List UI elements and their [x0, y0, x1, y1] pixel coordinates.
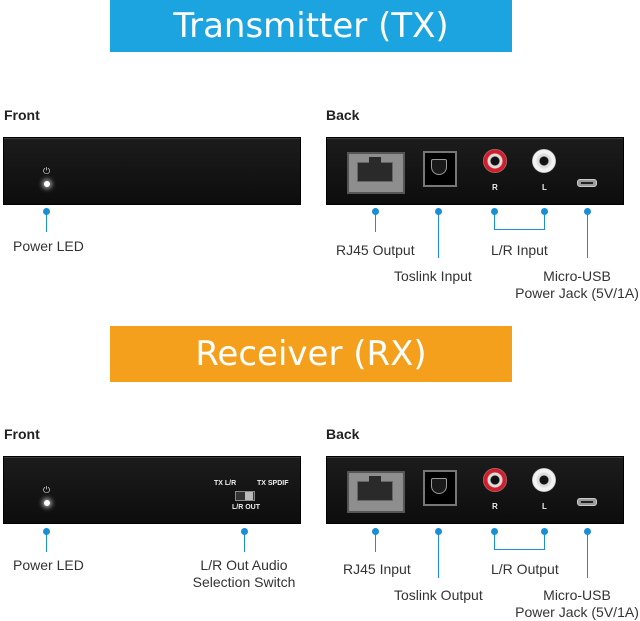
switch-tx-spdif-label: TX SPDIF — [257, 480, 289, 487]
transmitter-banner: Transmitter (TX) — [110, 0, 512, 52]
tx-back-panel: R L — [326, 137, 624, 205]
tx-usb-caption-line1: Micro-USB — [543, 268, 611, 284]
rca-white-jack-icon — [532, 468, 556, 492]
micro-usb-port-icon — [577, 179, 597, 187]
rca-red-jack-icon — [483, 149, 507, 173]
rca-l-label: L — [542, 183, 547, 192]
tx-front-label: Front — [4, 107, 40, 123]
rx-usb-caption-line2: Power Jack (5V/1A) — [515, 604, 639, 620]
rca-red-jack-icon — [483, 468, 507, 492]
micro-usb-port-icon — [577, 498, 597, 506]
switch-tx-lr-label: TX L/R — [214, 480, 237, 487]
tx-front-panel: ⏻ — [3, 137, 301, 205]
rx-front-label: Front — [4, 426, 40, 442]
tx-toslink-caption: Toslink Input — [394, 268, 472, 284]
audio-selection-switch[interactable] — [235, 491, 255, 501]
rx-lr-caption: L/R Output — [491, 561, 559, 577]
toslink-port-icon — [423, 470, 457, 506]
rca-white-jack-icon — [532, 149, 556, 173]
rx-rj45-caption: RJ45 Input — [343, 561, 411, 577]
switch-lr-out-label: L/R OUT — [232, 504, 260, 511]
rx-switch-caption-line2: Selection Switch — [192, 574, 296, 590]
power-led-icon — [44, 181, 50, 187]
rx-toslink-caption: Toslink Output — [394, 587, 483, 603]
rca-r-label: R — [492, 502, 498, 511]
rx-power-led-caption: Power LED — [13, 557, 84, 573]
tx-back-label: Back — [326, 107, 360, 123]
tx-power-led-caption: Power LED — [13, 238, 84, 254]
rj45-port-icon — [347, 152, 405, 194]
power-symbol-icon: ⏻ — [43, 485, 51, 495]
toslink-port-icon — [423, 151, 457, 187]
rx-front-panel: ⏻ TX L/R TX SPDIF L/R OUT — [3, 456, 301, 524]
tx-usb-caption-line2: Power Jack (5V/1A) — [515, 285, 639, 301]
rca-l-label: L — [542, 502, 547, 511]
rx-back-panel: R L — [326, 456, 624, 524]
rx-switch-caption-line1: L/R Out Audio — [200, 557, 288, 573]
tx-lr-caption: L/R Input — [491, 242, 548, 258]
tx-rj45-caption: RJ45 Output — [336, 242, 415, 258]
power-symbol-icon: ⏻ — [43, 166, 51, 176]
rx-back-label: Back — [326, 426, 360, 442]
rca-r-label: R — [492, 183, 498, 192]
rx-usb-caption-line1: Micro-USB — [543, 587, 611, 603]
power-led-icon — [44, 500, 50, 506]
receiver-banner: Receiver (RX) — [110, 326, 512, 382]
transmitter-title: Transmitter (TX) — [173, 6, 449, 46]
receiver-title: Receiver (RX) — [195, 334, 427, 374]
rj45-port-icon — [347, 471, 405, 513]
